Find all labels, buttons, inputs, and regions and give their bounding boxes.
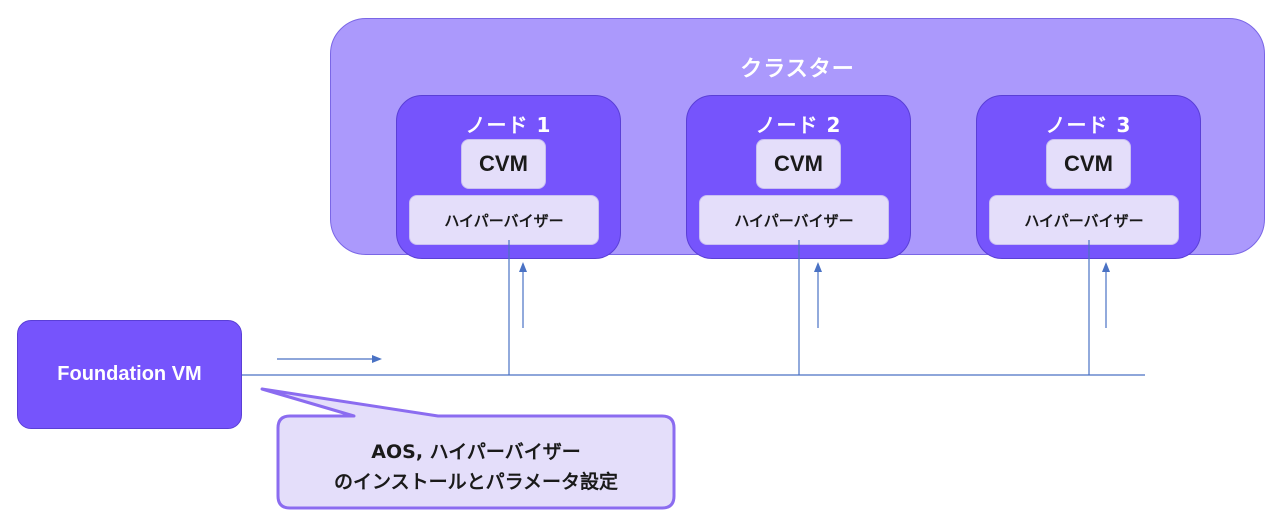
cluster-container: クラスター ノード 1 CVM ハイパーバイザー ノード 2 CVM ハイパーバ… bbox=[330, 18, 1265, 259]
cvm-box: CVM bbox=[461, 139, 546, 189]
cvm-box: CVM bbox=[1046, 139, 1131, 189]
callout-line-2: のインストールとパラメータ設定 bbox=[333, 471, 619, 493]
foundation-vm-box: Foundation VM bbox=[17, 320, 242, 429]
node-title: ノード 3 bbox=[1045, 113, 1132, 137]
node-3: ノード 3 CVM ハイパーバイザー bbox=[976, 95, 1201, 259]
cluster-title: クラスター bbox=[740, 57, 855, 82]
node-title: ノード 2 bbox=[755, 113, 842, 137]
node-2: ノード 2 CVM ハイパーバイザー bbox=[686, 95, 911, 259]
hypervisor-box: ハイパーバイザー bbox=[409, 195, 599, 245]
cvm-box: CVM bbox=[756, 139, 841, 189]
node-title: ノード 1 bbox=[465, 113, 552, 137]
hypervisor-box: ハイパーバイザー bbox=[699, 195, 889, 245]
callout-text: AOS, ハイパーバイザー のインストールとパラメータ設定 bbox=[278, 427, 674, 507]
hypervisor-box: ハイパーバイザー bbox=[989, 195, 1179, 245]
callout-line-1: AOS, ハイパーバイザー bbox=[371, 441, 581, 463]
